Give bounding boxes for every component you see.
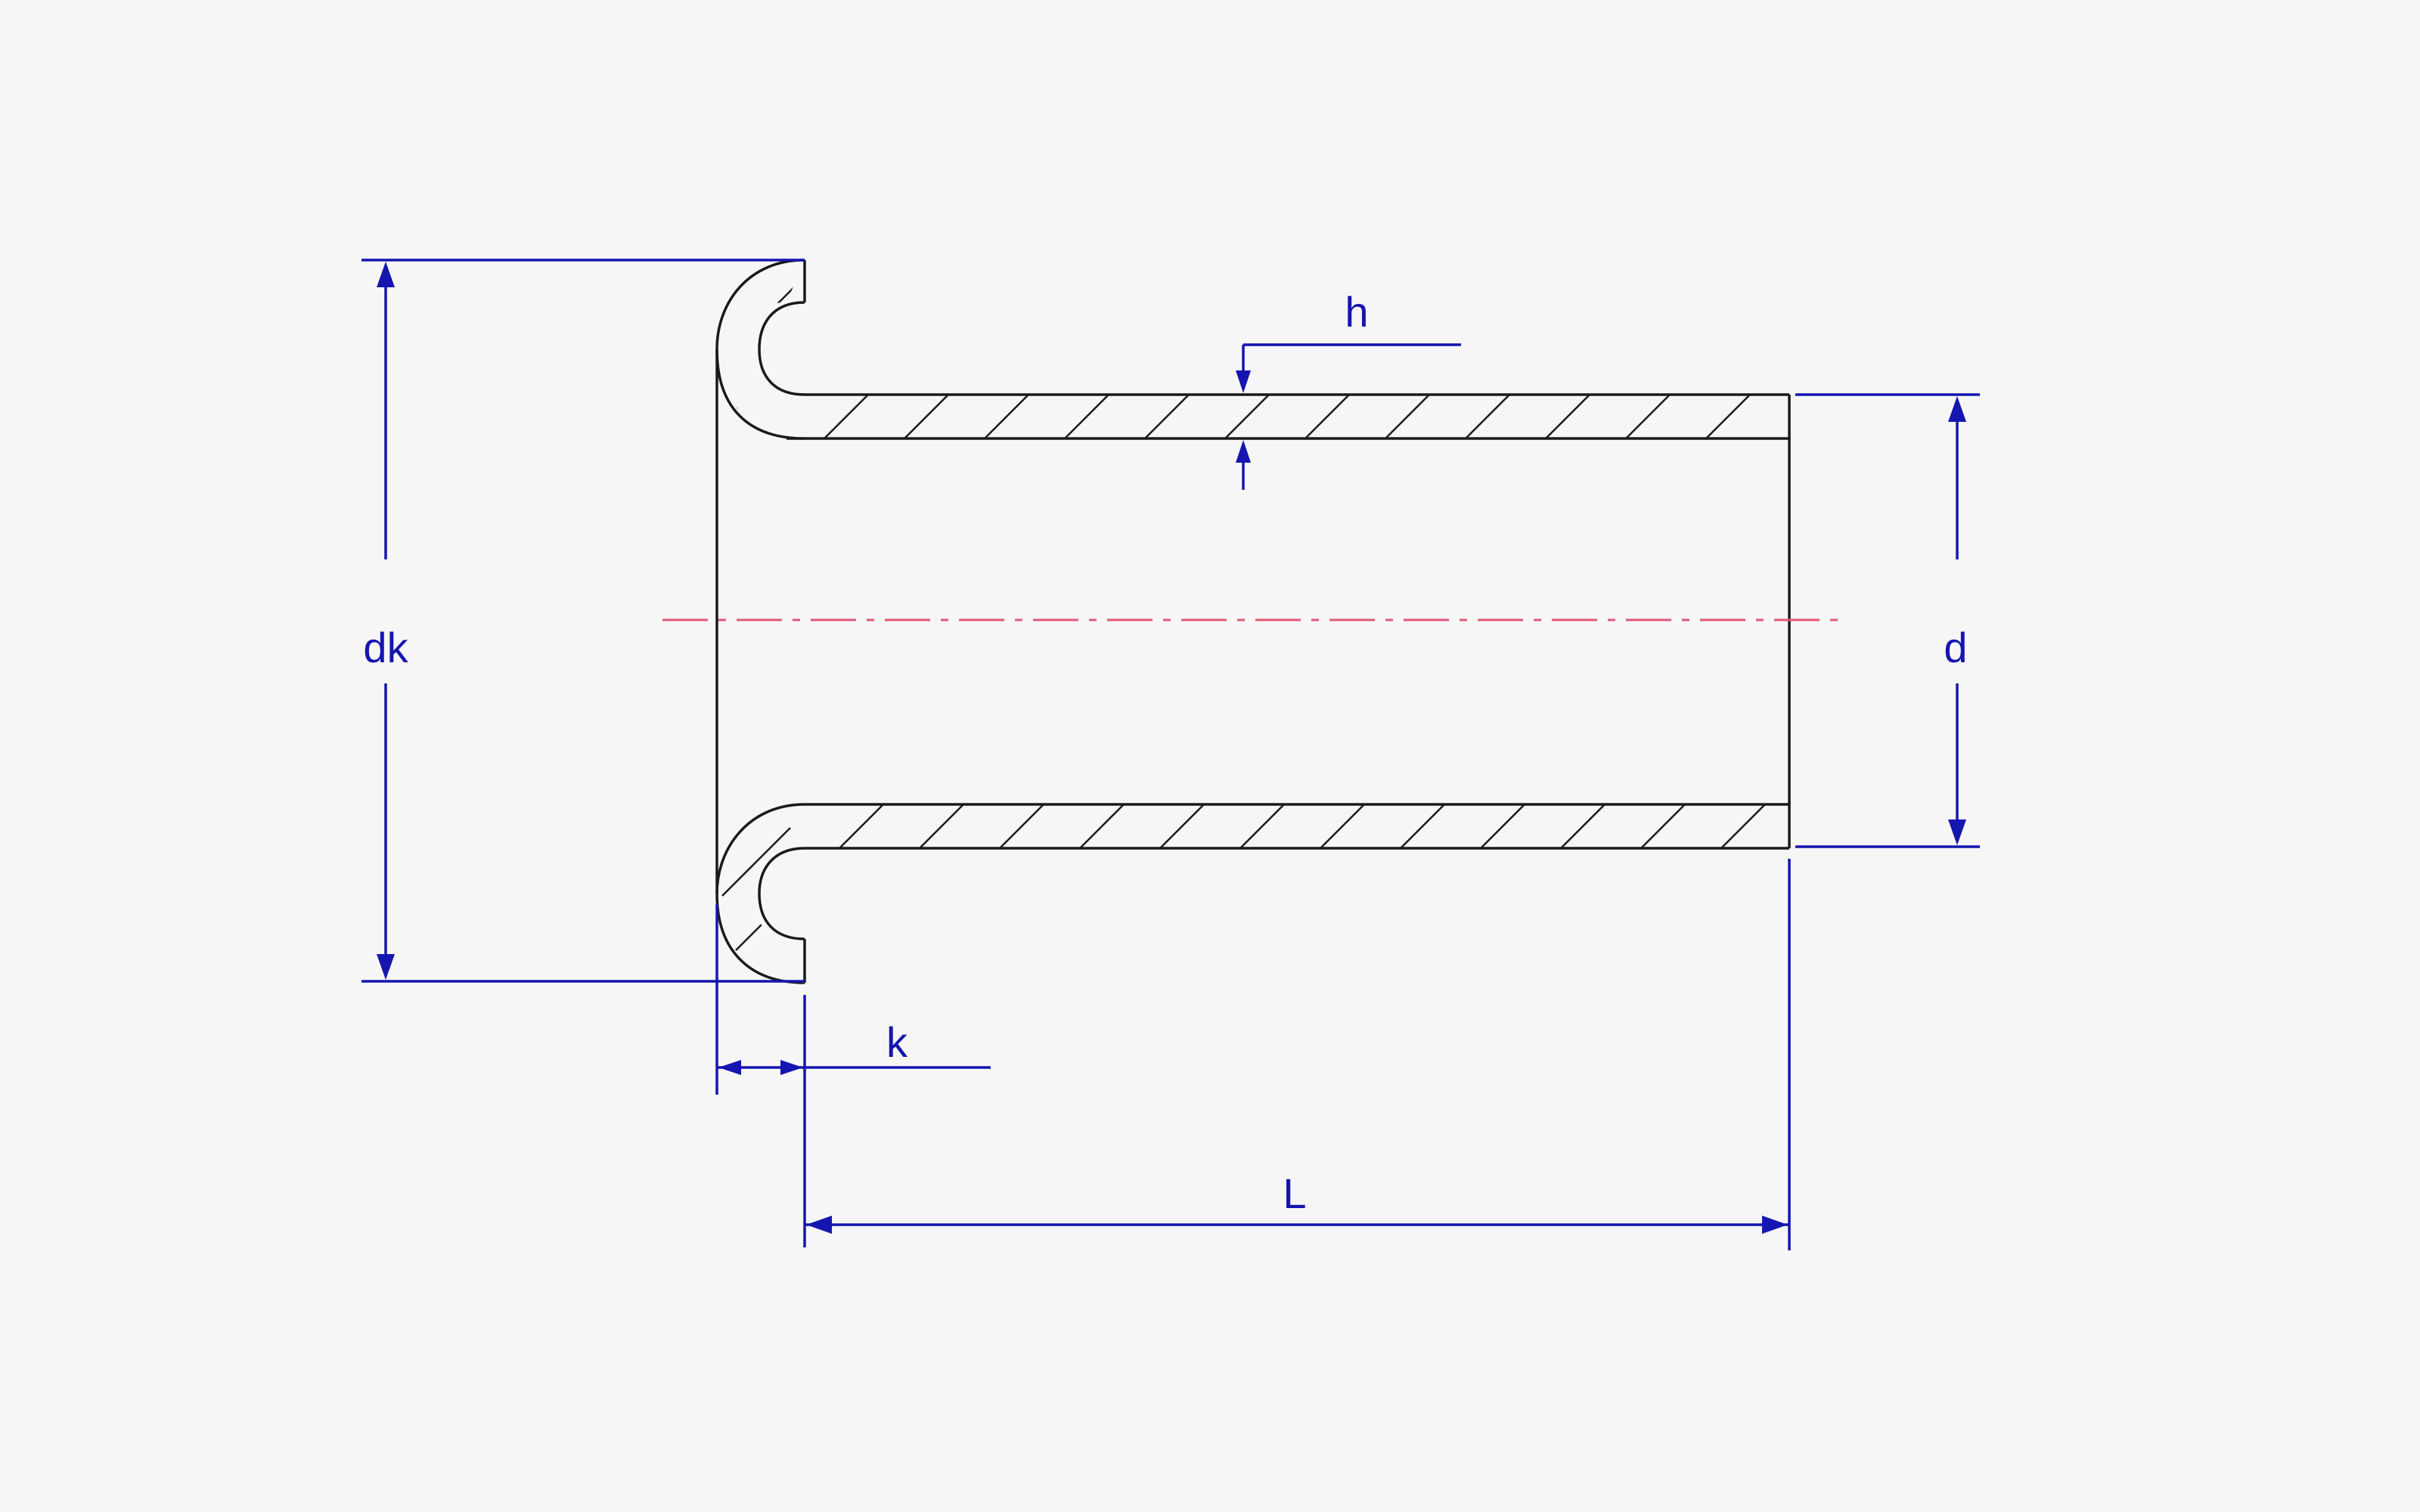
hatch-line — [1320, 804, 1365, 848]
d-arrow-down-icon — [1948, 820, 1966, 845]
hatch-line — [1305, 395, 1350, 438]
k-arrow-right-icon — [780, 1060, 803, 1075]
hatch-line — [1144, 395, 1190, 438]
hatch-line — [984, 395, 1029, 438]
L-label: L — [1283, 1170, 1306, 1217]
h-arrow-up-icon — [1236, 440, 1251, 463]
h-label: h — [1345, 288, 1368, 336]
bottom-flange-inner — [758, 847, 805, 940]
dk-label: dk — [363, 624, 408, 671]
hatch-line — [1705, 395, 1751, 438]
hatch-line — [1400, 804, 1445, 848]
section-hatching — [721, 287, 1766, 953]
hatch-line — [1640, 804, 1686, 848]
hatch-line — [904, 395, 949, 438]
L-arrow-right-icon — [1762, 1216, 1788, 1234]
hatch-line — [1480, 804, 1525, 848]
L-arrow-left-icon — [806, 1216, 832, 1234]
hatch-line — [1465, 395, 1510, 438]
top-flange-hatch — [725, 287, 802, 409]
k-arrow-left-icon — [718, 1060, 741, 1075]
hatch-line — [1064, 395, 1109, 438]
hatch-line — [1239, 804, 1285, 848]
dimension-k: k — [715, 904, 991, 1247]
top-flange-outer — [715, 259, 805, 440]
d-arrow-up-icon — [1948, 396, 1966, 422]
hatch-line — [1560, 804, 1606, 848]
dimension-dk: dk — [361, 259, 805, 983]
h-arrow-down-icon — [1236, 370, 1251, 393]
top-flange-inner — [758, 301, 805, 396]
bottom-flange-outer — [715, 803, 805, 984]
hatch-line — [839, 804, 884, 848]
hatch-line — [1079, 804, 1125, 848]
dimension-h: h — [1236, 288, 1461, 490]
dimension-d: d — [1795, 393, 1980, 848]
dimension-L: L — [805, 859, 1791, 1250]
hatch-line — [824, 395, 869, 438]
k-label: k — [886, 1018, 908, 1066]
rivet-body — [715, 259, 1791, 984]
hatch-line — [999, 804, 1044, 848]
hatch-line — [1224, 395, 1270, 438]
dk-arrow-up-icon — [377, 262, 395, 287]
hatch-line — [1385, 395, 1430, 438]
hatch-line — [919, 804, 964, 848]
bottom-flange-hatch — [721, 827, 802, 953]
bottom-wall-hatch — [839, 804, 1766, 848]
top-wall-hatch — [824, 395, 1751, 438]
dk-arrow-down-icon — [377, 954, 395, 980]
hatch-line — [1625, 395, 1671, 438]
hatch-line — [1720, 804, 1766, 848]
hatch-line — [1545, 395, 1590, 438]
d-label: d — [1944, 624, 1967, 671]
hatch-line — [1159, 804, 1205, 848]
